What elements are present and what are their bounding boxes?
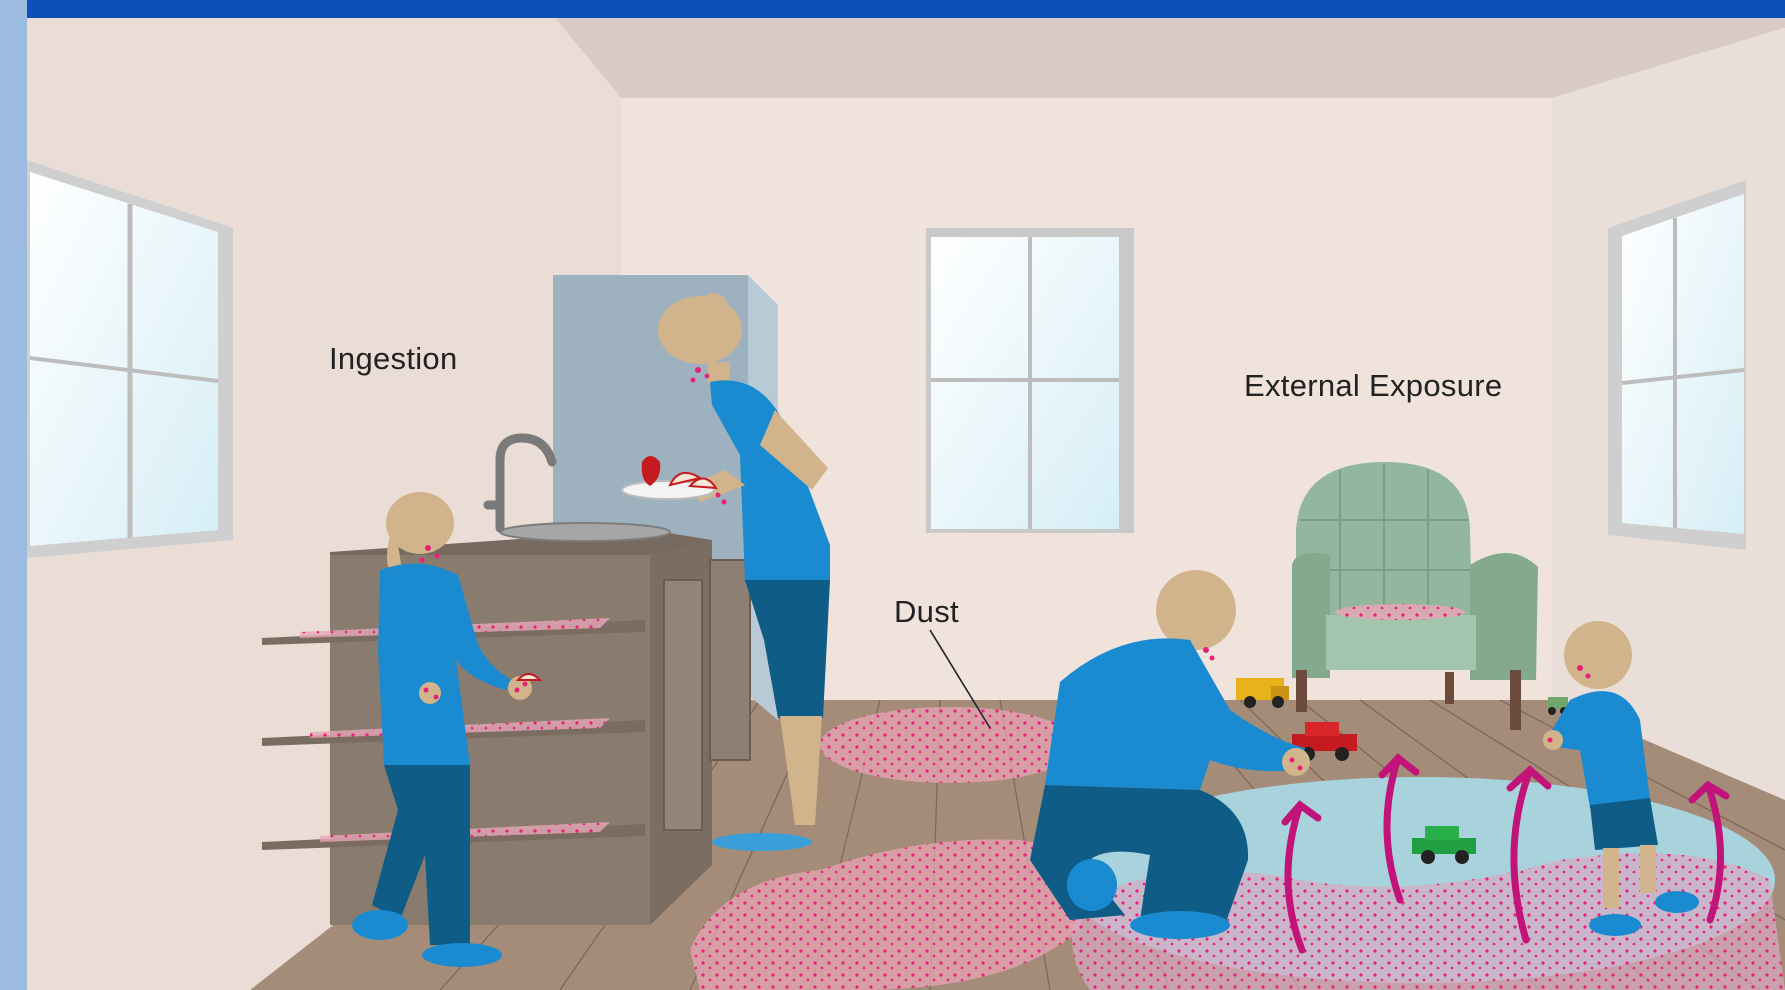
dust-label: Dust <box>894 594 959 630</box>
right-window <box>1608 180 1746 550</box>
center-window <box>926 228 1134 533</box>
left-window <box>27 160 233 558</box>
left-edge-strip <box>0 0 27 990</box>
sink <box>500 523 670 541</box>
header-bar <box>0 0 1785 18</box>
ingestion-label: Ingestion <box>329 341 458 377</box>
external-exposure-label: External Exposure <box>1244 368 1502 404</box>
